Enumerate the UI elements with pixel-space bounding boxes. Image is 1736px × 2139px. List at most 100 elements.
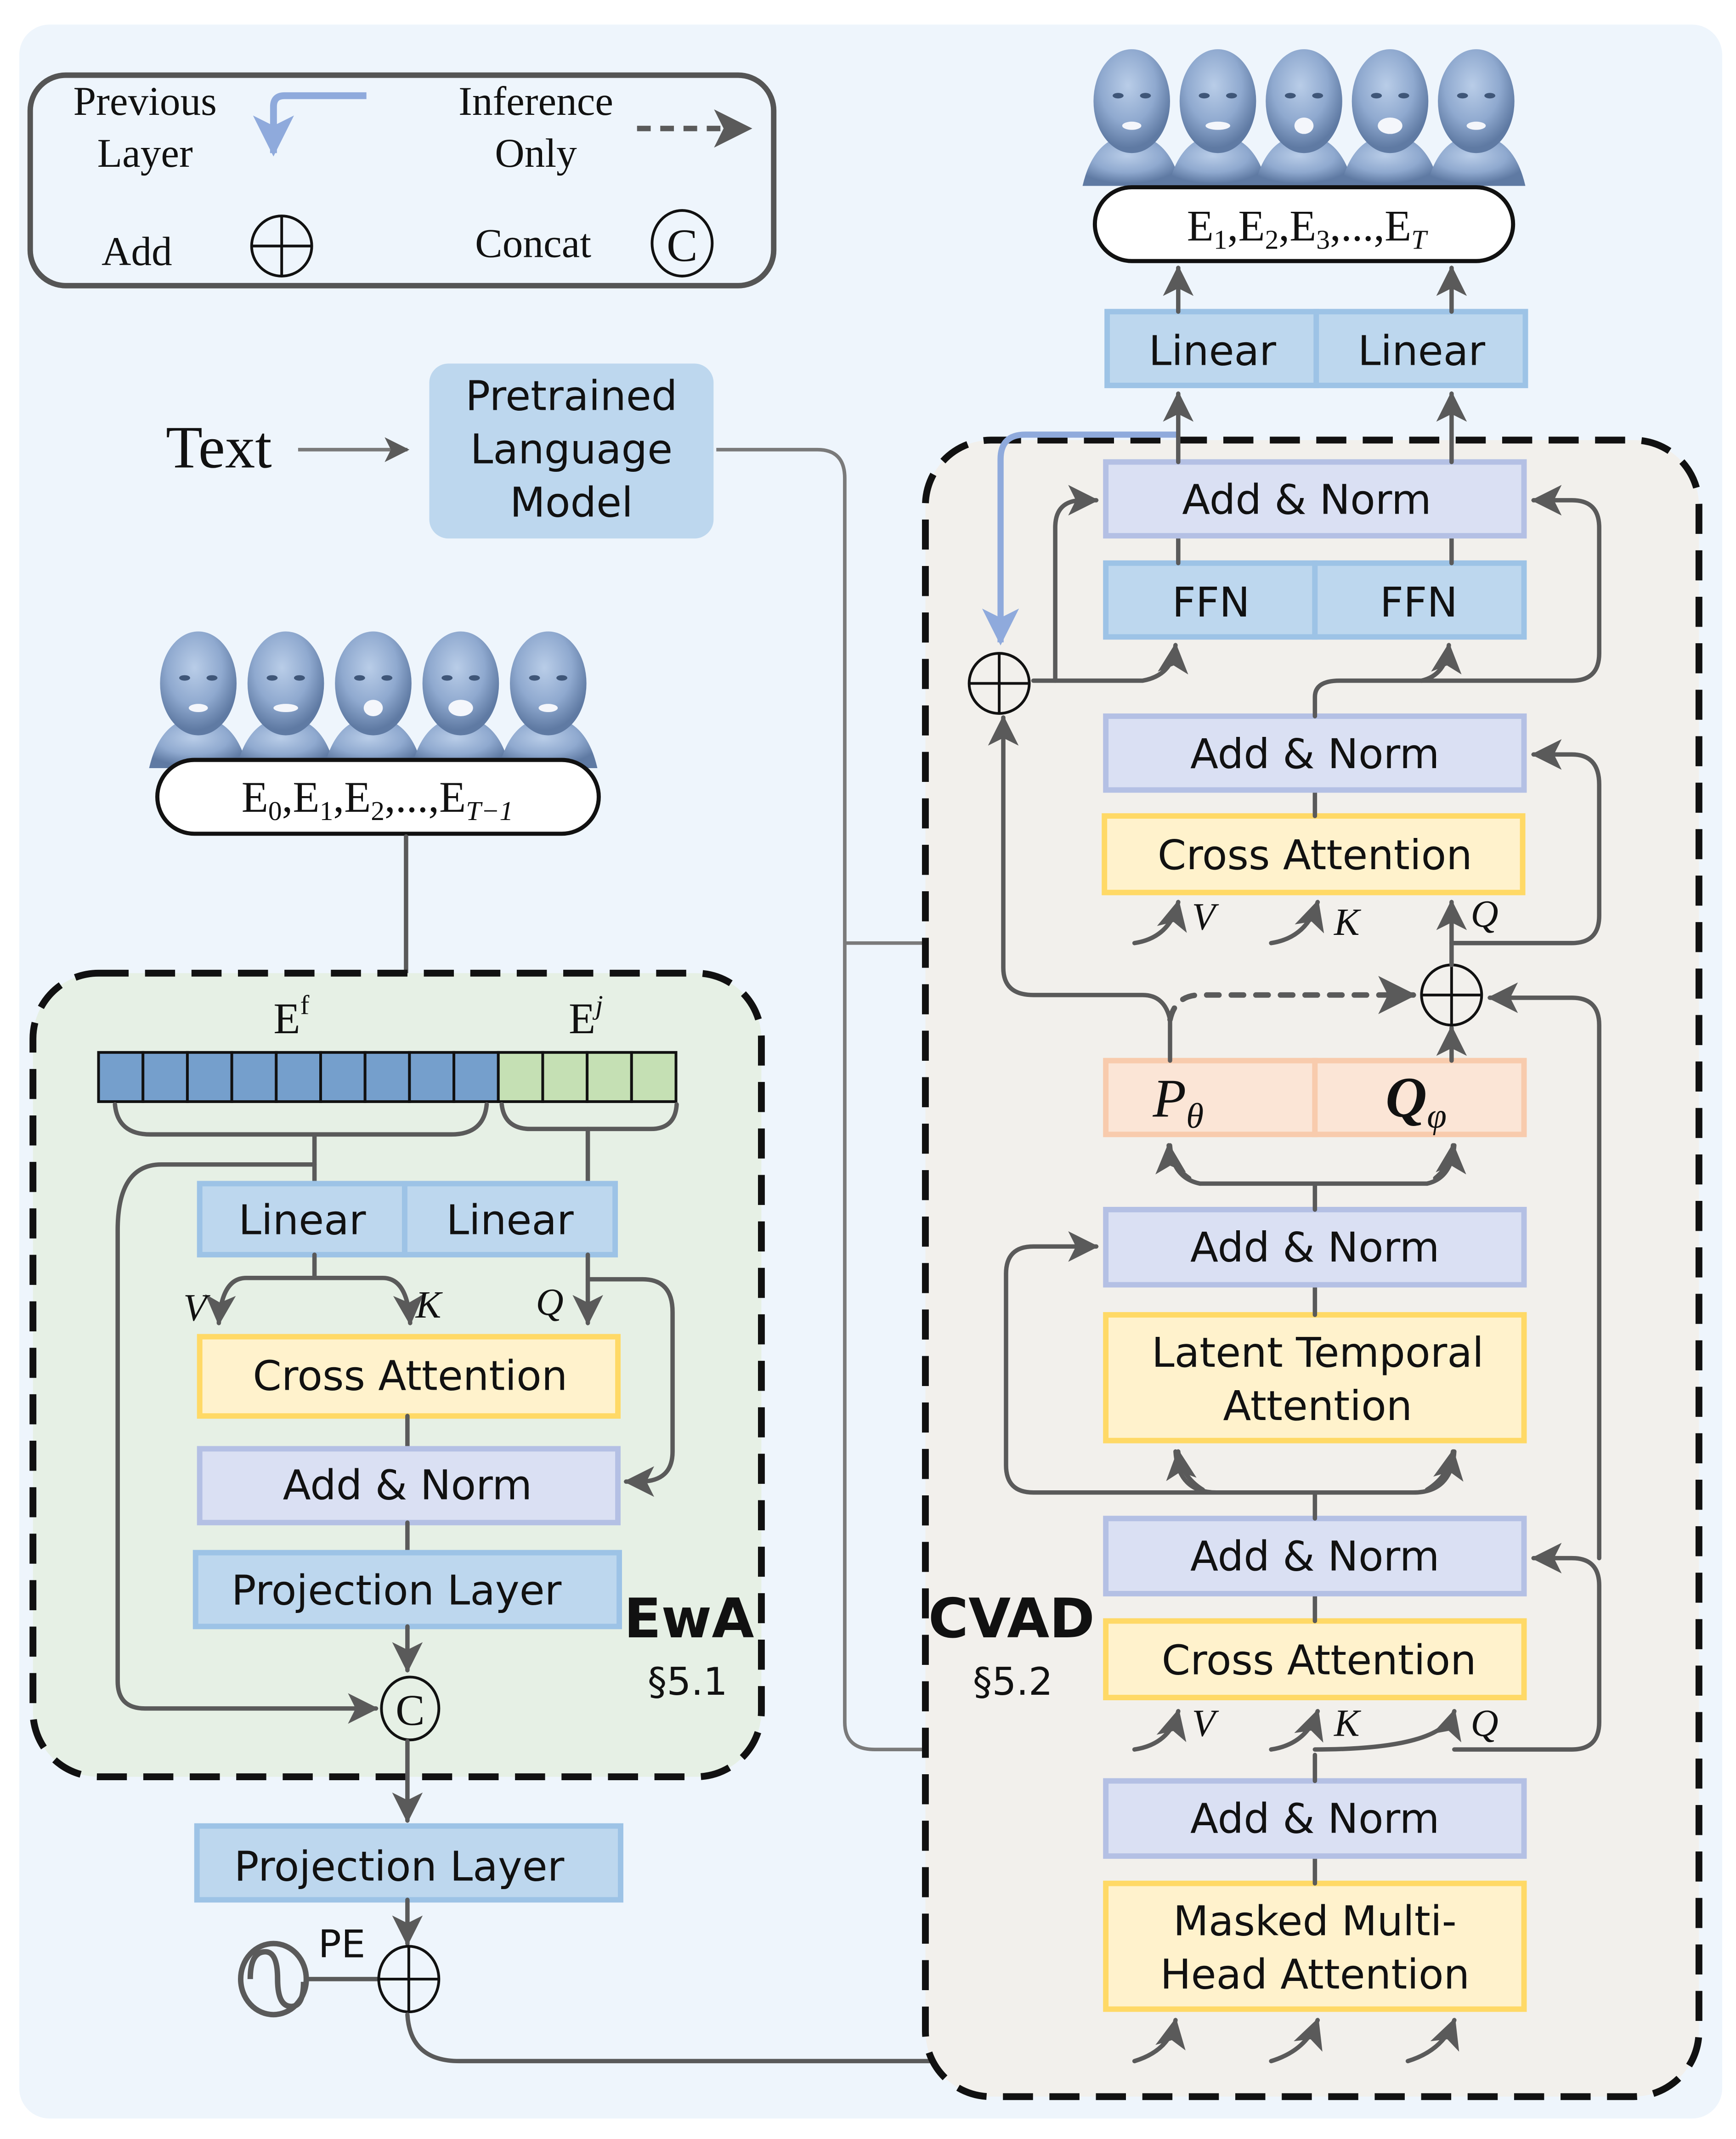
pe-add-icon	[377, 1945, 441, 2014]
svg-text:Linear: Linear	[238, 1196, 366, 1244]
legend-add-label: Add	[102, 229, 172, 274]
ef-cell	[141, 1051, 189, 1103]
svg-text:FFN: FFN	[1172, 579, 1250, 627]
svg-text:Latent Temporal: Latent Temporal	[1152, 1329, 1484, 1377]
ef-label: Ef	[273, 990, 309, 1043]
legend-previous-label-2: Layer	[97, 130, 193, 176]
svg-text:Linear: Linear	[1149, 327, 1277, 375]
latent-residual-wire	[1004, 1231, 1219, 1495]
svg-text:C: C	[667, 220, 697, 271]
legend-inference-label-2: Only	[495, 130, 577, 176]
face-render	[1255, 49, 1353, 186]
plm-line-2: Language	[470, 426, 673, 474]
cvad-ffn-right: FFN	[1312, 560, 1527, 640]
svg-text:Cross Attention: Cross Attention	[1162, 1636, 1476, 1684]
ffn-residual-left	[1053, 485, 1099, 683]
ej-cell	[497, 1051, 544, 1103]
svg-text:Add & Norm: Add & Norm	[1190, 1795, 1440, 1843]
top-add-icon	[967, 652, 1031, 715]
input-sequence-pill: E0,E1,E2,...,ET−1	[155, 758, 601, 836]
ewa-concat-icon: C	[380, 1675, 441, 1742]
cvad-v-arrow-top	[1132, 900, 1187, 945]
ffn-left-in	[1031, 642, 1188, 683]
plm-line-1: Pretrained	[465, 373, 677, 420]
ewa-k-label: K	[415, 1284, 443, 1326]
ej-cell	[630, 1051, 678, 1103]
cvad-cross-attention-bottom: Cross Attention	[1103, 1618, 1527, 1700]
output-sequence-pill: E1,E2,E3,...,ET	[1092, 185, 1515, 263]
ef-cell	[275, 1051, 322, 1103]
ewa-linear-right: Linear	[401, 1181, 618, 1258]
svg-text:Add & Norm: Add & Norm	[1190, 1533, 1440, 1580]
input-face-strip	[149, 631, 598, 768]
ef-skip-wire	[115, 1162, 379, 1724]
face-render	[411, 631, 510, 768]
latent-add-icon	[1420, 963, 1483, 1027]
cvad-q-arrow-bottom	[1312, 1711, 1454, 1783]
cvad-k-arrow-top	[1269, 900, 1324, 945]
cvad-k-label-bottom: K	[1334, 1702, 1362, 1744]
ffn-residual-right	[1419, 485, 1601, 683]
cvad-add-norm-5: Add & Norm	[1103, 1778, 1527, 1859]
ej-brace	[499, 1102, 679, 1132]
svg-text:Add & Norm: Add & Norm	[1190, 1224, 1440, 1272]
p-theta-block: Pθ	[1103, 1058, 1318, 1137]
cvad-q-label-bottom: Q	[1471, 1702, 1499, 1744]
ewa-add-norm: Add & Norm	[197, 1446, 621, 1526]
ef-cell	[97, 1051, 145, 1103]
cvad-title: CVAD	[928, 1587, 1095, 1651]
masked-in-k	[1269, 2017, 1323, 2064]
cvad-q-label-top: Q	[1471, 893, 1499, 935]
pretrained-language-model-block: Pretrained Language Model	[429, 363, 714, 539]
face-render	[499, 631, 598, 768]
previous-layer-wire	[982, 431, 1178, 645]
cvad-v-label-bottom: V	[1192, 1702, 1219, 1744]
cvad-v-arrow-bottom	[1132, 1709, 1187, 1752]
ewa-projection-layer: Projection Layer	[192, 1550, 622, 1630]
latent-residual-right	[1487, 982, 1601, 1561]
ef-brace	[113, 1102, 489, 1137]
ef-cell	[186, 1051, 233, 1103]
cvad-k-label-top: K	[1334, 901, 1362, 944]
ef-cell	[408, 1051, 456, 1103]
concat-circle-icon: C	[650, 209, 714, 277]
svg-text:C: C	[396, 1686, 425, 1735]
text-input-label: Text	[166, 414, 272, 481]
p-theta-to-top-add	[988, 715, 1172, 1063]
cvad-masked-attention: Masked Multi- Head Attention	[1103, 1880, 1527, 2012]
legend: Previous Layer Inference Only Add Concat…	[27, 72, 777, 289]
ewa-linear-left: Linear	[197, 1181, 407, 1258]
latent-in-left	[1166, 1449, 1205, 1492]
svg-text:Cross Attention: Cross Attention	[253, 1352, 567, 1400]
svg-text:Linear: Linear	[446, 1196, 574, 1244]
input-sequence-text: E0,E1,E2,...,ET−1	[242, 773, 513, 826]
pe-label: PE	[318, 1922, 366, 1966]
ewa-k-arrow	[312, 1275, 424, 1326]
svg-text:Add & Norm: Add & Norm	[1182, 476, 1431, 524]
face-render	[1427, 49, 1526, 186]
ef-cell	[452, 1051, 500, 1103]
inference-dashed-wire	[1167, 976, 1417, 1023]
positional-encoding-icon	[237, 1941, 309, 2018]
ef-cell	[319, 1051, 367, 1103]
cvad-add-norm-4: Add & Norm	[1103, 1516, 1527, 1596]
masked-in-v	[1132, 2017, 1186, 2064]
svg-text:Pθ: Pθ	[1152, 1068, 1204, 1136]
add-circle-icon	[250, 215, 313, 277]
q-phi-in	[1433, 1143, 1466, 1181]
legend-concat-label: Concat	[475, 221, 591, 266]
output-linear-right: Linear	[1313, 309, 1528, 388]
latent-in-right	[1425, 1449, 1464, 1492]
ef-cell	[230, 1051, 278, 1103]
svg-text:Add & Norm: Add & Norm	[1190, 730, 1440, 778]
ej-cell	[586, 1051, 633, 1103]
output-face-strip	[1082, 49, 1526, 186]
cvad-cross-attention-top: Cross Attention	[1102, 813, 1526, 895]
svg-text:Head Attention: Head Attention	[1160, 1951, 1470, 1999]
svg-text:Qφ: Qφ	[1385, 1066, 1447, 1136]
face-render	[149, 631, 248, 768]
cvad-add-norm-3: Add & Norm	[1103, 1206, 1527, 1288]
face-render	[1082, 49, 1181, 186]
